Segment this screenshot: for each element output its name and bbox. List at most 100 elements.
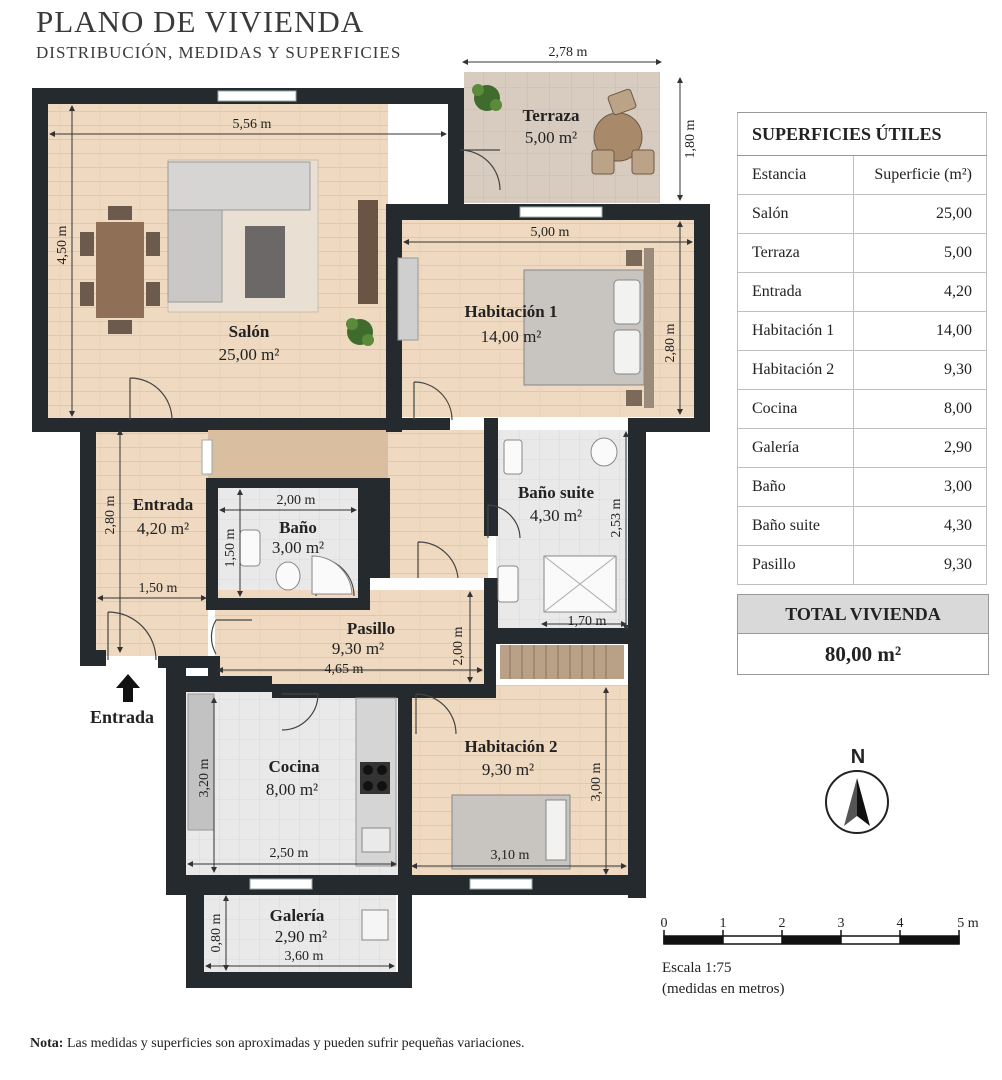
row-room: Salón <box>737 194 854 234</box>
dim-cocina-height: 3,20 m <box>197 758 212 797</box>
scale-tick-3: 3 <box>838 916 845 931</box>
salon-area: 25,00 m² <box>219 345 280 364</box>
dim-bano-height: 1,50 m <box>223 528 238 567</box>
dim-hab1-width: 5,00 m <box>531 225 570 240</box>
total-value: 80,00 m² <box>824 642 902 666</box>
note-text: Las medidas y superficies son aproximada… <box>63 1036 525 1051</box>
hall-floor <box>388 430 488 578</box>
bano-fixtures <box>239 529 353 595</box>
row-room: Baño <box>737 467 854 507</box>
scale-tick-1: 1 <box>720 916 727 931</box>
dim-suite-width: 1,70 m <box>568 614 607 629</box>
galeria-label: Galería <box>270 906 325 925</box>
dim-hab2-height: 3,00 m <box>589 762 604 801</box>
entrada-area: 4,20 m² <box>137 519 189 538</box>
bano-suite-label: Baño suite <box>518 483 594 502</box>
entry-arrow-icon <box>116 674 140 702</box>
entrada-floor <box>96 426 208 656</box>
row-room: Terraza <box>737 233 854 273</box>
dim-salon-width: 5,56 m <box>233 117 272 132</box>
dim-terraza-height: 1,80 m <box>683 119 698 158</box>
dim-galeria-width: 3,60 m <box>285 949 324 964</box>
bano-area: 3,00 m² <box>272 538 324 557</box>
terraza-furniture <box>591 88 655 175</box>
row-area: 2,90 <box>853 428 987 468</box>
row-area: 4,20 <box>853 272 987 312</box>
galeria-fixtures <box>361 909 389 941</box>
scale-tick-0: 0 <box>661 916 668 931</box>
total-box: TOTAL VIVIENDA 80,00 m² <box>737 594 989 675</box>
doors <box>107 149 521 735</box>
scale-label-block: Escala 1:75 (medidas en metros) <box>662 958 784 1000</box>
scale-label: Escala 1:75 <box>662 960 732 976</box>
hab1-furniture <box>397 248 654 408</box>
row-area: 9,30 <box>853 350 987 390</box>
scale-bar: 0 1 2 3 4 5 m <box>661 916 979 945</box>
dim-terraza-width: 2,78 m <box>549 45 588 60</box>
total-label: TOTAL VIVIENDA <box>738 595 988 634</box>
dimension-lines <box>49 59 693 971</box>
entry-label: Entrada <box>90 707 155 727</box>
north-indicator: N <box>825 746 891 769</box>
row-area: 3,00 <box>853 467 987 507</box>
cocina-label: Cocina <box>269 757 321 776</box>
terraza-area: 5,00 m² <box>525 128 577 147</box>
scale-tick-4: 4 <box>897 916 904 931</box>
galeria-area: 2,90 m² <box>275 927 327 946</box>
suite-fixtures <box>497 437 618 613</box>
area-table-title: SUPERFICIES ÚTILES <box>737 112 987 156</box>
bano-label: Baño <box>279 518 317 537</box>
hab1-area: 14,00 m² <box>481 327 542 346</box>
dim-pasillo-height: 2,00 m <box>451 626 466 665</box>
plant-icon <box>472 84 502 111</box>
dim-entrada-height: 2,80 m <box>103 495 118 534</box>
cocina-fixtures <box>187 693 397 867</box>
north-arrow-icon <box>825 770 889 834</box>
scale-tick-5: 5 m <box>957 916 979 931</box>
salon-furniture <box>80 159 378 334</box>
dim-pasillo-width: 4,65 m <box>325 662 364 677</box>
row-room: Habitación 1 <box>737 311 854 351</box>
pasillo-area: 9,30 m² <box>332 639 384 658</box>
salon-label: Salón <box>229 322 270 341</box>
terraza-label: Terraza <box>523 106 580 125</box>
plant-icon <box>346 318 374 346</box>
scale-sublabel: (medidas en metros) <box>662 981 785 997</box>
row-area: 4,30 <box>853 506 987 546</box>
col-room-header: Estancia <box>737 155 854 195</box>
dim-bano-width: 2,00 m <box>277 493 316 508</box>
row-room: Habitación 2 <box>737 350 854 390</box>
hab2-area: 9,30 m² <box>482 760 534 779</box>
note-prefix: Nota: <box>30 1036 64 1051</box>
hab2-furniture <box>451 645 624 870</box>
scale-tick-2: 2 <box>779 916 786 931</box>
dim-galeria-height: 0,80 m <box>209 913 224 952</box>
row-room: Baño suite <box>737 506 854 546</box>
dim-salon-height: 4,50 m <box>55 225 70 264</box>
dim-hab1-height: 2,80 m <box>663 323 678 362</box>
footnote: Nota: Las medidas y superficies son apro… <box>30 1036 525 1052</box>
row-room: Entrada <box>737 272 854 312</box>
cocina-area: 8,00 m² <box>266 780 318 799</box>
area-table: SUPERFICIES ÚTILES Estancia Superficie (… <box>737 112 987 585</box>
row-area: 25,00 <box>853 194 987 234</box>
page-title: PLANO DE VIVIENDA <box>36 4 365 39</box>
col-area-header: Superficie (m²) <box>853 155 987 195</box>
dim-cocina-width: 2,50 m <box>270 846 309 861</box>
row-room: Galería <box>737 428 854 468</box>
windows <box>201 90 603 890</box>
row-room: Pasillo <box>737 545 854 585</box>
hab2-label: Habitación 2 <box>464 737 557 756</box>
row-room: Cocina <box>737 389 854 429</box>
row-area: 5,00 <box>853 233 987 273</box>
